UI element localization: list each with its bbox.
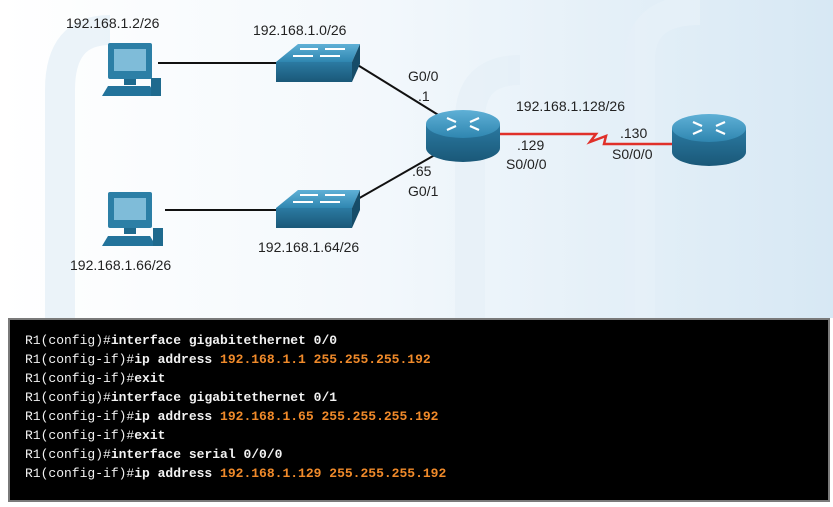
cli-prompt: R1(config-if)# — [25, 409, 135, 424]
cli-prompt: R1(config)# — [25, 390, 111, 405]
r1-g00-host-label: .1 — [418, 88, 430, 104]
cli-command: interface serial 0/0/0 — [110, 447, 283, 462]
cli-value: 192.168.1.65 255.255.255.192 — [220, 409, 439, 424]
serial-link-r1-r2 — [498, 132, 672, 146]
cli-line: R1(config-if)#ip address 192.168.1.1 255… — [25, 352, 431, 367]
pc1-icon — [102, 43, 161, 96]
router-r1-icon — [426, 110, 500, 162]
cli-line: R1(config-if)#ip address 192.168.1.65 25… — [25, 409, 438, 424]
lan2-network-label: 192.168.1.64/26 — [258, 239, 360, 255]
router-r2-icon — [672, 114, 746, 166]
cli-line: R1(config-if)#exit — [25, 428, 165, 443]
r1-g01-host-label: .65 — [412, 163, 432, 179]
cli-prompt: R1(config-if)# — [25, 371, 135, 386]
cli-command: ip address — [134, 466, 213, 481]
cli-terminal: R1(config)#interface gigabitethernet 0/0… — [8, 318, 830, 502]
cli-prompt: R1(config-if)# — [25, 428, 135, 443]
cli-command: exit — [134, 371, 166, 386]
switch2-icon — [276, 190, 360, 228]
cli-prompt: R1(config)# — [25, 447, 111, 462]
cli-command: ip address — [134, 352, 213, 367]
pc2-address-label: 192.168.1.66/26 — [70, 257, 172, 273]
r1-g00-interface-label: G0/0 — [408, 68, 439, 84]
cli-line: R1(config)#interface serial 0/0/0 — [25, 447, 282, 462]
r1-serial-host-label: .129 — [517, 137, 545, 153]
cli-line: R1(config-if)#exit — [25, 371, 165, 386]
cli-command: interface gigabitethernet 0/1 — [110, 390, 338, 405]
cli-line: R1(config-if)#ip address 192.168.1.129 2… — [25, 466, 446, 481]
topology-diagram — [0, 0, 833, 318]
lan1-network-label: 192.168.1.0/26 — [253, 22, 347, 38]
r2-serial-host-label: .130 — [620, 125, 648, 141]
wan-network-label: 192.168.1.128/26 — [516, 98, 625, 114]
cli-line: R1(config)#interface gigabitethernet 0/1 — [25, 390, 337, 405]
switch1-icon — [276, 44, 360, 82]
cli-prompt: R1(config)# — [25, 333, 111, 348]
pc1-address-label: 192.168.1.2/26 — [66, 15, 160, 31]
cli-command: interface gigabitethernet 0/0 — [110, 333, 338, 348]
cli-prompt: R1(config-if)# — [25, 352, 135, 367]
cli-command: exit — [134, 428, 166, 443]
r2-serial-interface-label: S0/0/0 — [612, 146, 653, 162]
cli-prompt: R1(config-if)# — [25, 466, 135, 481]
pc2-icon — [102, 192, 163, 246]
r1-serial-interface-label: S0/0/0 — [506, 156, 547, 172]
link-switch1-r1 — [355, 63, 441, 117]
cli-line: R1(config)#interface gigabitethernet 0/0 — [25, 333, 337, 348]
r1-g01-interface-label: G0/1 — [408, 183, 439, 199]
cli-value: 192.168.1.1 255.255.255.192 — [220, 352, 431, 367]
cli-value: 192.168.1.129 255.255.255.192 — [220, 466, 447, 481]
cli-command: ip address — [134, 409, 213, 424]
link-switch2-r1 — [355, 151, 441, 201]
